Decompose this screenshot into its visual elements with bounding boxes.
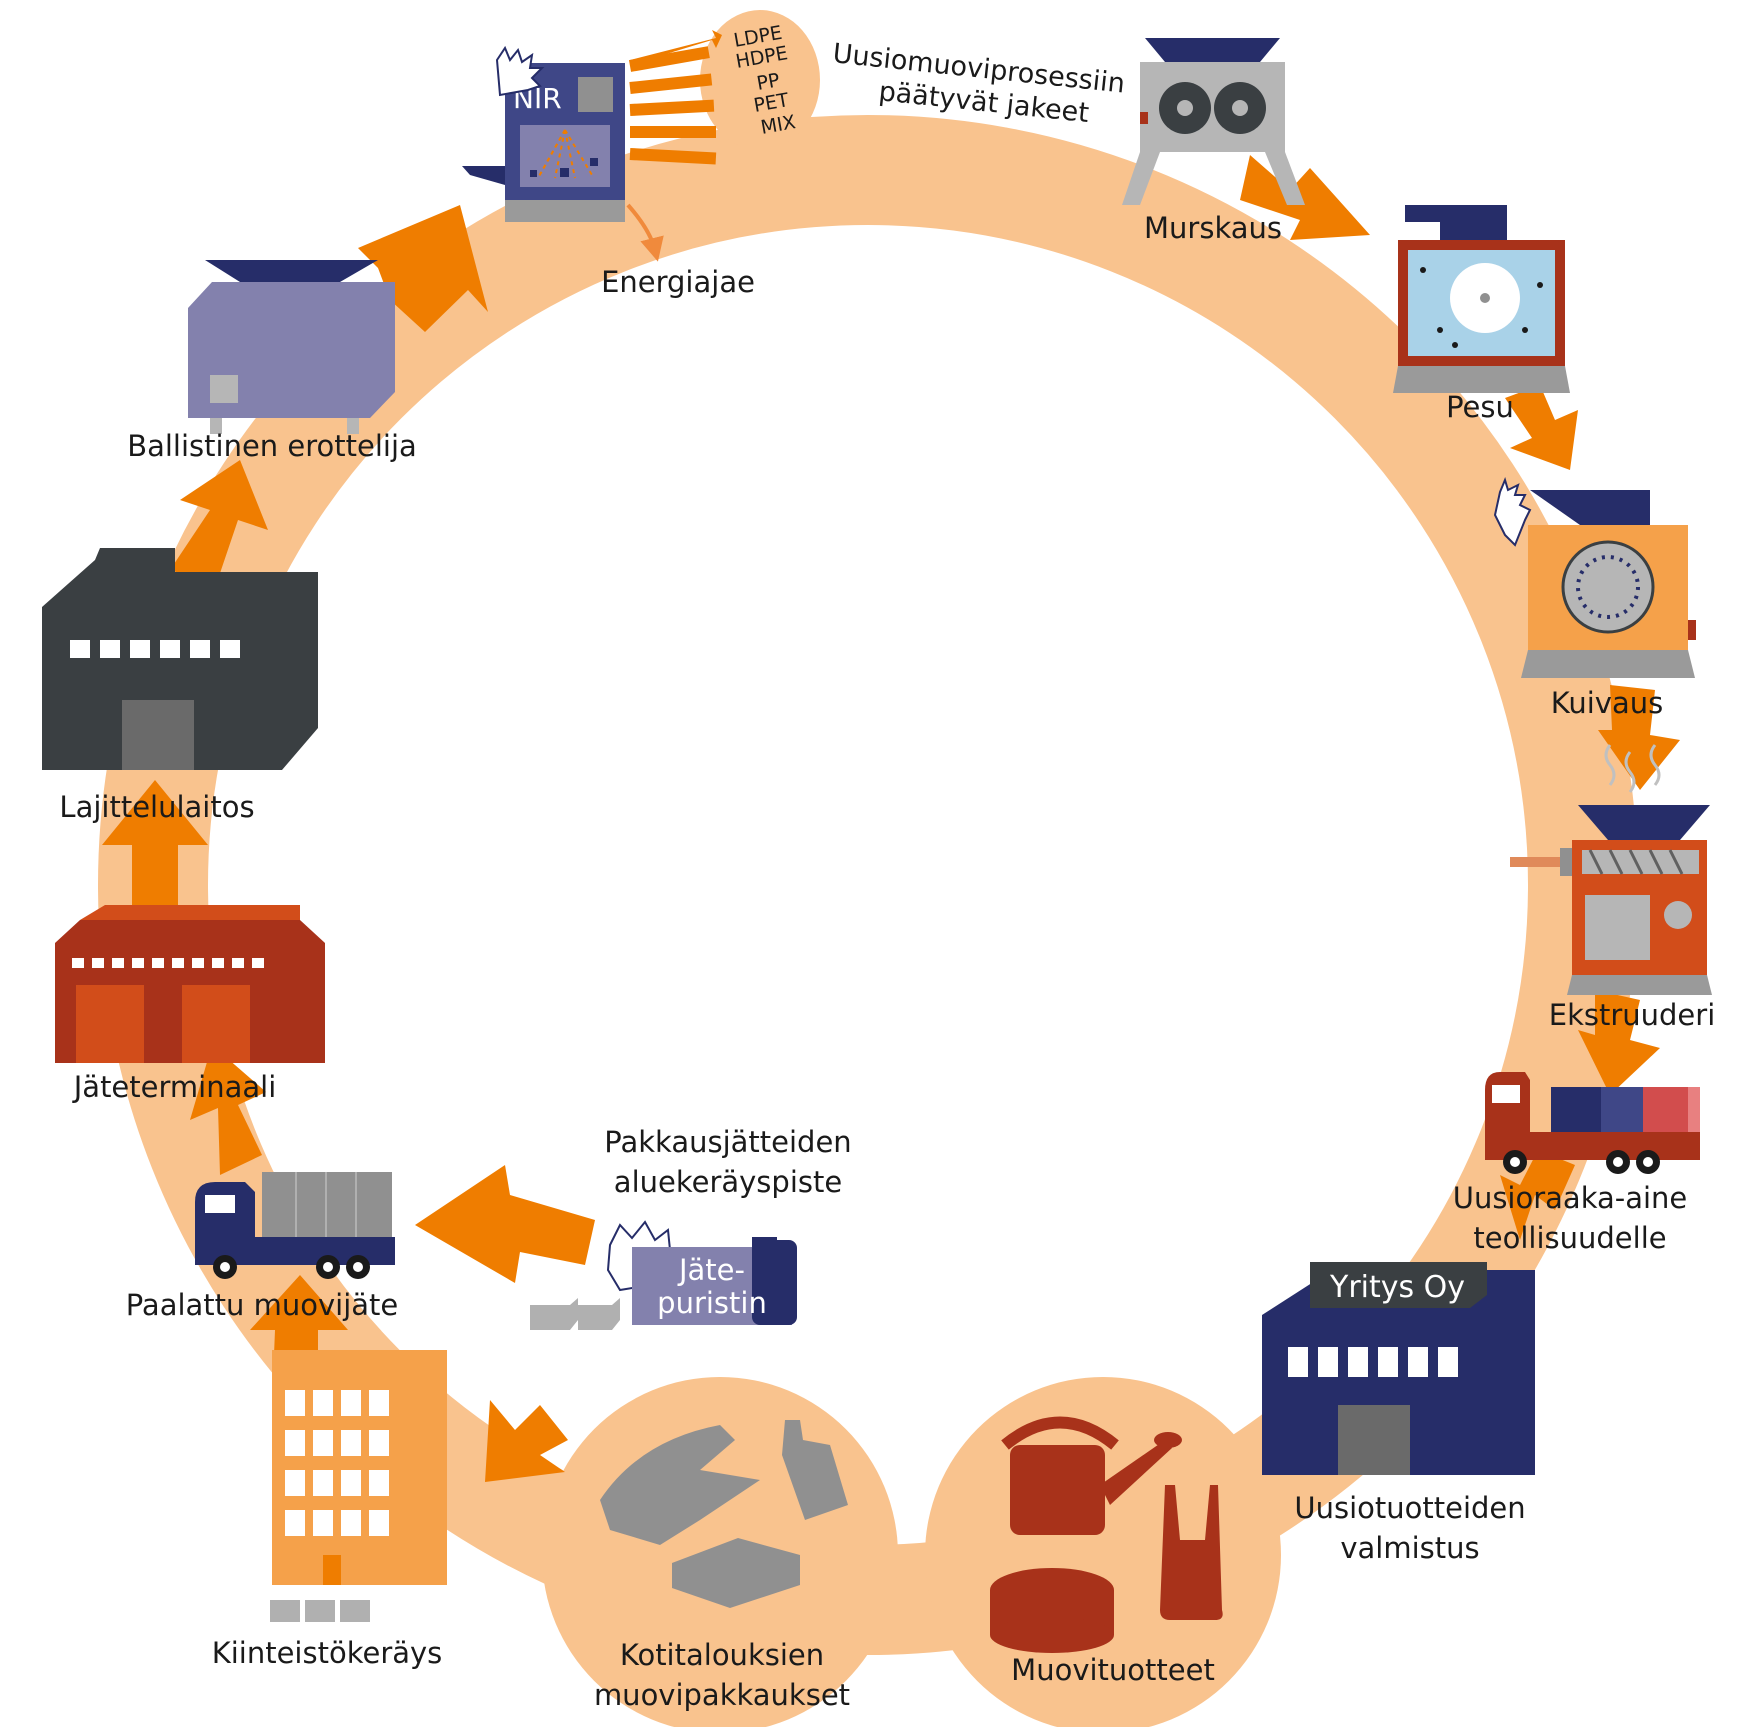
household-label-line1: Kotitalouksien <box>619 1638 825 1672</box>
sorting-plant-label: Lajittelulaitos <box>59 790 255 824</box>
crushing-label: Murskaus <box>1144 211 1282 245</box>
compactor-icon: Jäte- puristin <box>530 1220 797 1330</box>
fractions-bubble <box>700 10 820 150</box>
manufacturing-label-line2: valmistus <box>1340 1531 1480 1565</box>
flow-arrow <box>1240 155 1370 240</box>
watering-can-icon <box>1001 1416 1182 1535</box>
flow-arrow <box>102 780 208 905</box>
collection-point-label-line1: Pakkausjätteiden <box>604 1125 852 1159</box>
energy-fraction-label: Energiajae <box>601 265 755 299</box>
plastic-bag-icon <box>600 1425 760 1545</box>
flow-arrow <box>415 1165 595 1283</box>
washer-icon <box>1393 205 1570 393</box>
compactor-label-line2: puristin <box>657 1286 767 1320</box>
plastic-bag-icon <box>1160 1485 1223 1620</box>
flow-arrow <box>1578 990 1660 1095</box>
fraction-list: LDPE HDPE PP PET MIX <box>732 22 797 139</box>
household-label-line2: muovipakkaukset <box>593 1678 851 1712</box>
dryer-icon <box>1493 477 1696 678</box>
truck-icon <box>1485 1072 1700 1174</box>
apartment-building-icon <box>270 1350 447 1622</box>
truck-icon <box>195 1172 395 1279</box>
flow-arrow <box>170 460 268 585</box>
compactor-label-line1: Jäte- <box>677 1253 745 1287</box>
flow-arrows <box>102 155 1680 1482</box>
household-packaging-icons <box>600 1420 848 1608</box>
bottle-icon <box>782 1420 848 1520</box>
waste-terminal-label: Jäteterminaali <box>73 1070 277 1104</box>
sorting-plant-icon <box>42 548 318 770</box>
flow-arrow <box>485 1400 568 1482</box>
flow-arrow <box>1505 385 1578 470</box>
waste-terminal-icon <box>55 905 325 1063</box>
washing-label: Pesu <box>1446 390 1514 424</box>
flow-arrow <box>1500 1150 1575 1240</box>
round-container-icon <box>990 1568 1114 1653</box>
raw-material-label-line1: Uusioraaka-aine <box>1452 1181 1688 1215</box>
fraction-label: PP <box>755 69 781 95</box>
nir-sorter-icon: NIR <box>462 45 625 222</box>
company-name: Yritys Oy <box>1329 1270 1465 1305</box>
ballistic-separator-icon <box>188 260 395 434</box>
fraction-streams <box>628 30 722 165</box>
baled-waste-label: Paalattu muovijäte <box>125 1288 399 1322</box>
products-label: Muovituotteet <box>1011 1653 1215 1687</box>
crusher-icon <box>1122 38 1305 205</box>
plastic-products-icons <box>990 1416 1223 1653</box>
collection-point-label-line2: aluekeräyspiste <box>613 1165 843 1199</box>
extruder-icon <box>1510 805 1712 995</box>
extruder-label: Ekstruuderi <box>1548 998 1716 1032</box>
flow-arrow <box>190 1045 266 1175</box>
heat-waves <box>1604 744 1661 793</box>
manufacturing-label-line1: Uusiotuotteiden <box>1294 1491 1526 1525</box>
flow-arrow <box>1598 685 1680 790</box>
tray-icon <box>672 1538 800 1608</box>
raw-material-label-line2: teollisuudelle <box>1473 1221 1667 1255</box>
drying-label: Kuivaus <box>1550 686 1664 720</box>
factory-icon: Yritys Oy <box>1262 1262 1535 1475</box>
property-collection-label: Kiinteistökeräys <box>211 1636 443 1670</box>
energy-fraction-arrow <box>626 203 664 262</box>
ballistic-separator-label: Ballistinen erottelija <box>127 429 417 463</box>
